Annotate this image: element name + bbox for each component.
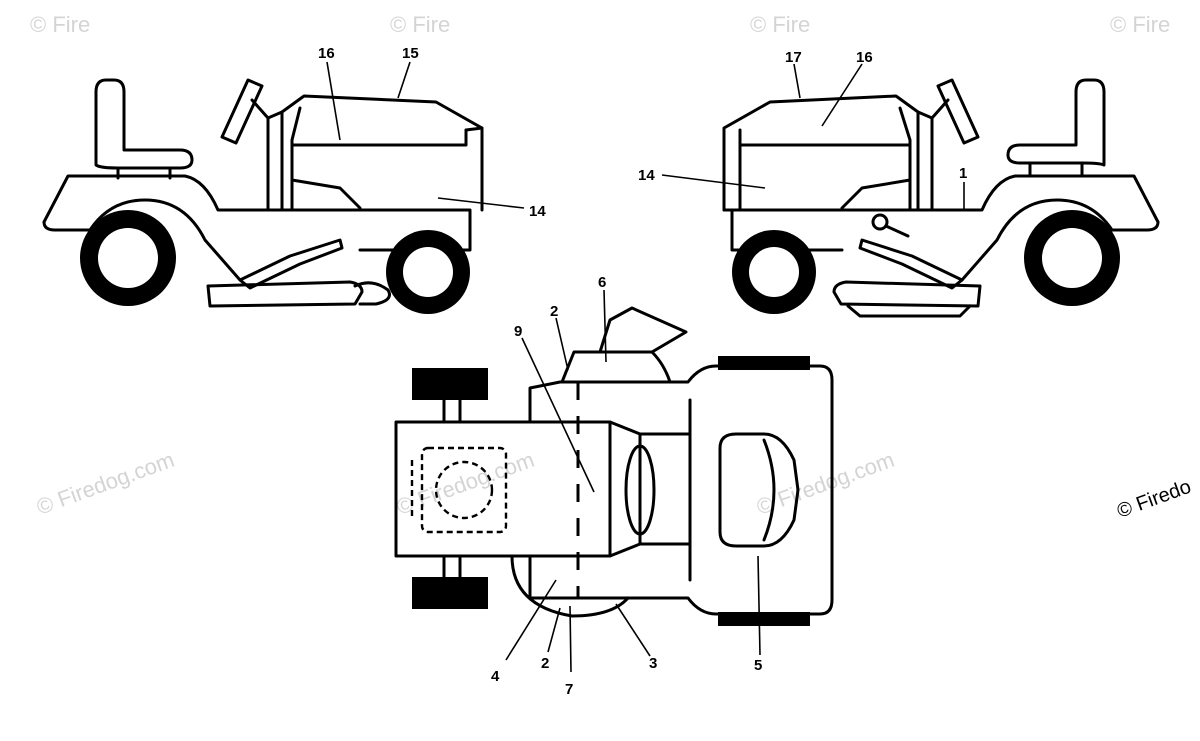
callout-top-3: 3 bbox=[649, 655, 657, 672]
callout-right-14: 14 bbox=[638, 167, 655, 184]
watermark-top-2: © Fire bbox=[390, 12, 450, 37]
callout-left-16: 16 bbox=[318, 45, 335, 62]
callout-top-5: 5 bbox=[754, 657, 762, 674]
left-side-view bbox=[42, 61, 525, 314]
watermark-top-4: © Fire bbox=[1110, 12, 1170, 37]
callout-top-6: 6 bbox=[598, 274, 606, 291]
callout-top-2-upper: 2 bbox=[550, 303, 558, 320]
callout-right-16: 16 bbox=[856, 49, 873, 66]
callout-left-14: 14 bbox=[529, 203, 546, 220]
watermark-right-dark: © Firedo bbox=[1114, 476, 1194, 523]
right-side-view bbox=[661, 63, 1160, 318]
callout-left-15: 15 bbox=[402, 45, 419, 62]
watermark-top-3: © Fire bbox=[750, 12, 810, 37]
callout-top-2-lower: 2 bbox=[541, 655, 549, 672]
callout-labels: 16 15 14 17 16 14 1 6 2 9 4 2 7 3 5 bbox=[318, 45, 967, 698]
watermark-layer: © Fire © Fire © Fire © Fire © Firedog.co… bbox=[30, 12, 1194, 523]
watermark-mid-2: © Firedog.com bbox=[393, 447, 537, 520]
watermark-mid-1: © Firedog.com bbox=[33, 447, 177, 520]
watermark-top-1: © Fire bbox=[30, 12, 90, 37]
callout-right-17: 17 bbox=[785, 49, 802, 66]
callout-top-7: 7 bbox=[565, 681, 573, 698]
callout-right-1: 1 bbox=[959, 165, 967, 182]
top-view bbox=[394, 289, 834, 673]
callout-top-9: 9 bbox=[514, 323, 522, 340]
callout-top-4: 4 bbox=[491, 668, 500, 685]
